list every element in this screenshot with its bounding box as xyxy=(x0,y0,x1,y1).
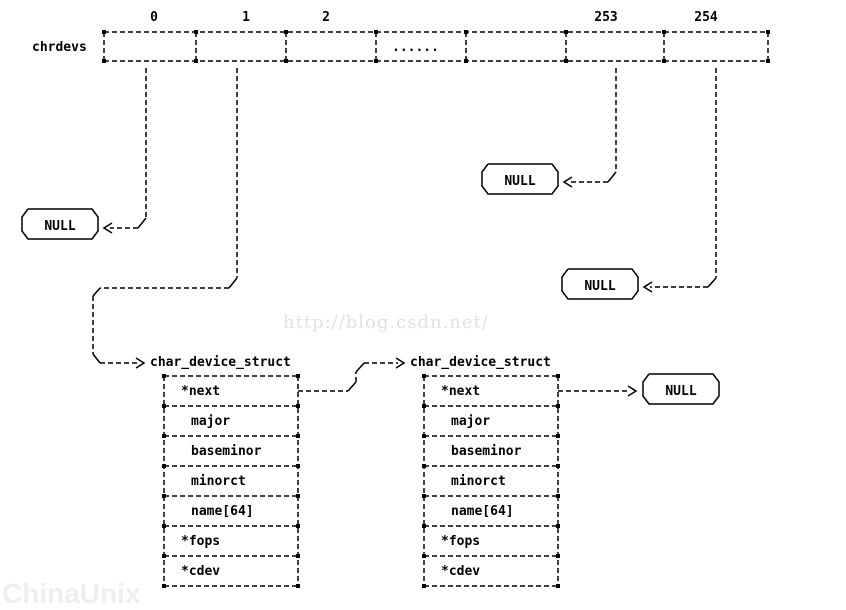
struct-2-corner xyxy=(556,584,560,588)
struct-1-field-major: major xyxy=(191,414,231,429)
struct-1-field-next: *next xyxy=(181,384,221,399)
array-corner xyxy=(564,30,568,34)
next-1-bend xyxy=(347,381,357,392)
struct-2-field-cdev: *cdev xyxy=(441,564,481,579)
struct-2-corner xyxy=(422,584,426,588)
array-corner xyxy=(766,59,770,63)
struct-1-corner xyxy=(162,524,166,528)
struct-1-field-name: name[64] xyxy=(191,504,254,519)
array-ellipsis: ...... xyxy=(392,40,439,55)
struct-1-field-fops: *fops xyxy=(181,534,221,549)
link-1-bend-2 xyxy=(92,287,101,297)
struct-2-corner xyxy=(422,554,426,558)
link-253-arrowhead xyxy=(562,176,573,188)
struct-1-field-minorct: minorct xyxy=(191,474,246,489)
struct-2-field-major: major xyxy=(451,414,491,429)
next-1-bend-2 xyxy=(355,362,365,373)
struct-2-corner xyxy=(422,524,426,528)
link-0-arrowhead xyxy=(102,222,113,234)
link-254-arrowhead xyxy=(642,281,653,293)
link-253-bend xyxy=(607,171,617,183)
null-box-next-border xyxy=(642,373,720,405)
null-box-254: NULL xyxy=(584,279,616,294)
struct-1-corner xyxy=(162,464,166,468)
brand-watermark: ChinaUnix xyxy=(2,578,141,609)
struct-2-field-name: name[64] xyxy=(451,504,514,519)
struct-1-field-baseminor: baseminor xyxy=(191,444,262,459)
array-corner xyxy=(662,59,666,63)
index-254: 254 xyxy=(694,10,718,25)
struct-1-corner xyxy=(162,554,166,558)
struct-1-corner xyxy=(162,584,166,588)
array-corner xyxy=(374,30,378,34)
array-corner xyxy=(564,59,568,63)
struct-2-title: char_device_struct xyxy=(410,355,551,370)
struct-2-corner xyxy=(422,464,426,468)
link-0-bend xyxy=(137,217,147,229)
struct-1-corner xyxy=(296,404,300,408)
array-corner xyxy=(662,30,666,34)
link-1-bend xyxy=(228,277,238,289)
struct-2-corner xyxy=(422,374,426,378)
struct-2-corner xyxy=(556,404,560,408)
link-254-bend xyxy=(707,277,717,288)
array-corner xyxy=(374,59,378,63)
struct-2-field-next: *next xyxy=(441,384,481,399)
null-box-253: NULL xyxy=(504,174,536,189)
struct-2-corner xyxy=(556,464,560,468)
struct-1-corner xyxy=(296,494,300,498)
index-1: 1 xyxy=(242,10,250,25)
link-1-bend-3 xyxy=(92,353,101,364)
struct-1-corner xyxy=(296,434,300,438)
array-corner xyxy=(284,59,288,63)
array-corner xyxy=(194,59,198,63)
index-253: 253 xyxy=(594,10,618,25)
struct-2-corner xyxy=(422,434,426,438)
struct-2-corner xyxy=(556,524,560,528)
struct-2-corner xyxy=(422,404,426,408)
null-box-0-border xyxy=(21,208,99,240)
struct-2-field-baseminor: baseminor xyxy=(451,444,522,459)
struct-1-title: char_device_struct xyxy=(150,355,291,370)
struct-1-corner xyxy=(296,584,300,588)
array-corner xyxy=(464,30,468,34)
struct-1-corner xyxy=(162,374,166,378)
array-corner xyxy=(102,30,106,34)
array-corner xyxy=(284,30,288,34)
null-box-next: NULL xyxy=(665,384,697,399)
struct-2-corner xyxy=(556,434,560,438)
null-box-254-border xyxy=(561,268,639,300)
link-1-arrowhead xyxy=(135,357,146,369)
struct-1-corner xyxy=(296,464,300,468)
array-corner xyxy=(766,30,770,34)
next-1-arrowhead xyxy=(395,357,406,369)
struct-1-corner xyxy=(296,524,300,528)
struct-1-corner xyxy=(296,374,300,378)
struct-2-corner xyxy=(556,554,560,558)
struct-2-field-fops: *fops xyxy=(441,534,481,549)
array-corner xyxy=(194,30,198,34)
next-2-arrowhead xyxy=(627,385,638,397)
struct-2-field-minorct: minorct xyxy=(451,474,506,489)
index-0: 0 xyxy=(150,10,158,25)
struct-1-corner xyxy=(296,554,300,558)
index-2: 2 xyxy=(322,10,330,25)
struct-1-field-cdev: *cdev xyxy=(181,564,221,579)
null-box-253-border xyxy=(481,163,559,195)
null-box-0: NULL xyxy=(44,219,76,234)
struct-2-corner xyxy=(556,374,560,378)
url-watermark: http://blog.csdn.net/ xyxy=(283,312,489,333)
array-corner xyxy=(464,59,468,63)
array-corner xyxy=(102,59,106,63)
struct-2-corner xyxy=(556,494,560,498)
array-name: chrdevs xyxy=(32,40,87,55)
struct-1-corner xyxy=(162,434,166,438)
struct-1-corner xyxy=(162,404,166,408)
struct-2-corner xyxy=(422,494,426,498)
struct-1-corner xyxy=(162,494,166,498)
